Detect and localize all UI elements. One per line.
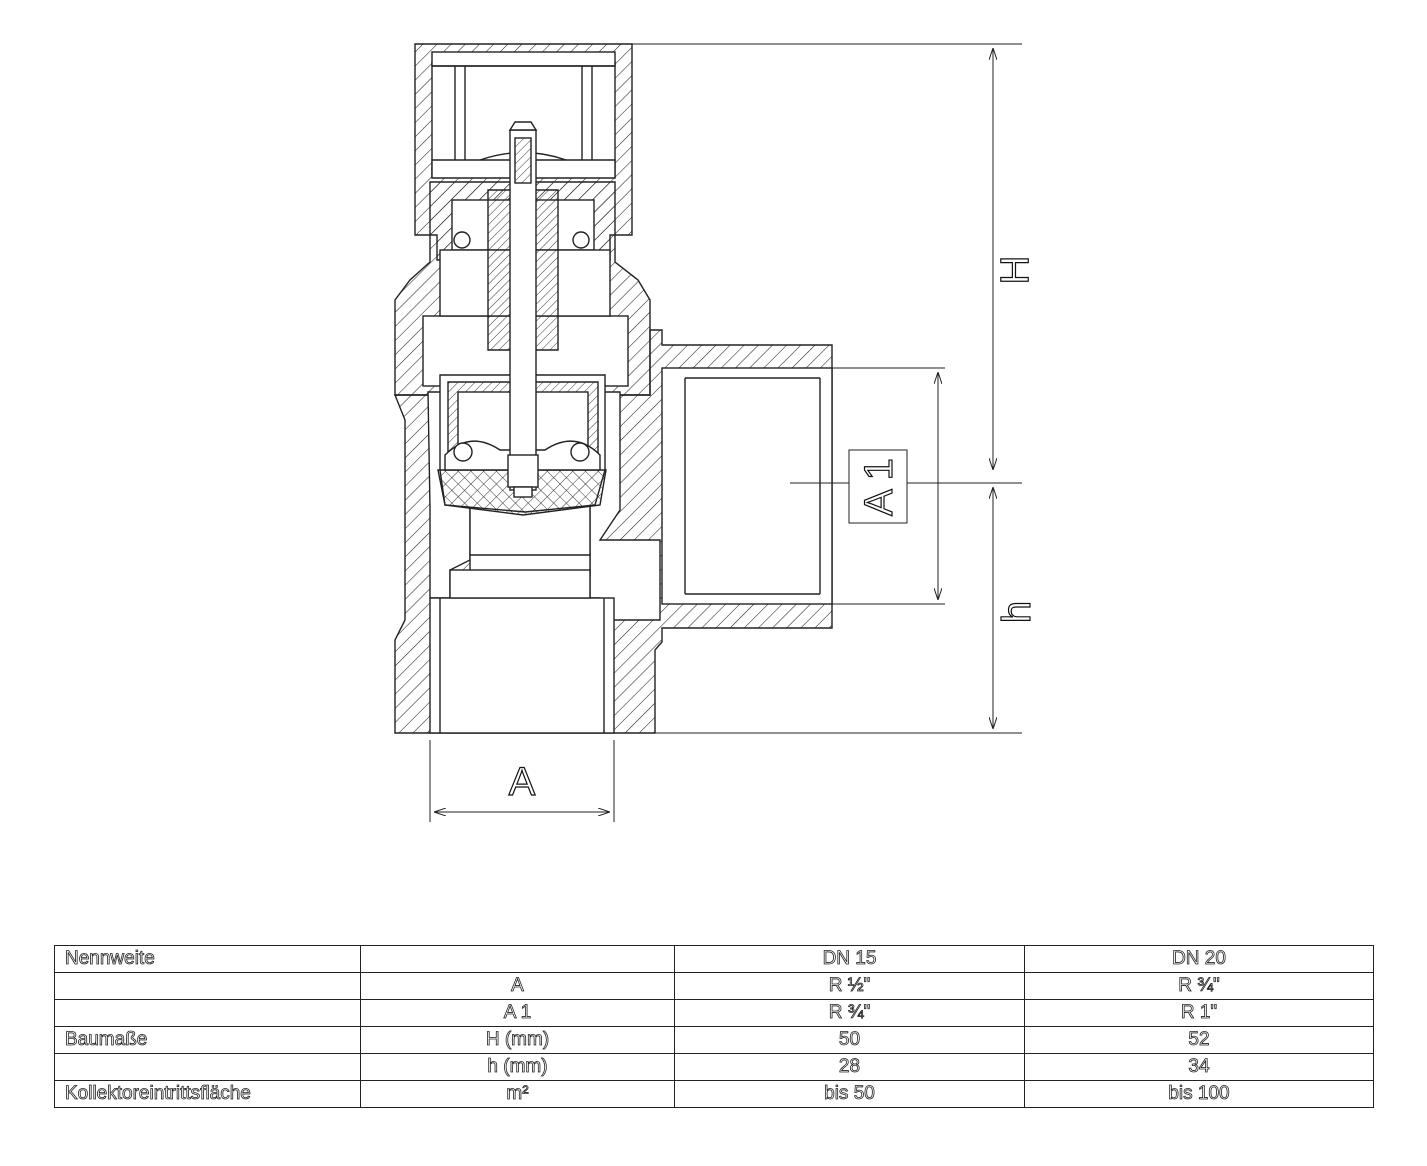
specification-table: Nennweite DN 15 DN 20 A R ½" R ¾" A 1 R … bbox=[54, 945, 1374, 1108]
table-row: Baumaße H (mm) 50 52 bbox=[54, 1026, 1374, 1054]
dim-label-A1: A 1 bbox=[857, 458, 901, 516]
table-cell: R ¾" bbox=[1024, 972, 1374, 1000]
table-cell: Baumaße bbox=[54, 1026, 361, 1054]
dim-A1-box bbox=[848, 449, 908, 524]
table-row: Kollektoreintrittsfläche m² bis 50 bis 1… bbox=[54, 1080, 1374, 1108]
o-ring-right bbox=[572, 231, 590, 249]
dim-label-h: h bbox=[995, 601, 1039, 623]
table-cell: 52 bbox=[1024, 1026, 1374, 1054]
table-cell: m² bbox=[360, 1080, 675, 1108]
table-cell: 28 bbox=[674, 1053, 1025, 1081]
table-cell: H (mm) bbox=[360, 1026, 675, 1054]
side-port bbox=[661, 367, 833, 605]
table-cell: h (mm) bbox=[360, 1053, 675, 1081]
valve-body bbox=[393, 43, 833, 734]
table-cell: DN 15 bbox=[674, 945, 1025, 973]
bottom-port bbox=[429, 597, 615, 734]
table-cell: DN 20 bbox=[1024, 945, 1374, 973]
table-row: A 1 R ¾" R 1" bbox=[54, 999, 1374, 1027]
spindle bbox=[509, 129, 537, 491]
table-cell: A 1 bbox=[360, 999, 675, 1027]
dimension-lines bbox=[429, 43, 1022, 822]
o-ring-left bbox=[453, 231, 471, 249]
table-row: Nennweite DN 15 DN 20 bbox=[54, 945, 1374, 973]
table-cell: 34 bbox=[1024, 1053, 1374, 1081]
table-row: h (mm) 28 34 bbox=[54, 1053, 1374, 1081]
table-cell bbox=[54, 1053, 361, 1081]
valve-section-drawing: H h A 1 A bbox=[393, 43, 1040, 822]
table-cell: bis 100 bbox=[1024, 1080, 1374, 1108]
table-cell bbox=[54, 999, 361, 1027]
table-cell bbox=[54, 972, 361, 1000]
table-cell bbox=[360, 945, 675, 973]
table-cell: Nennweite bbox=[54, 945, 361, 973]
table-cell: R ¾" bbox=[674, 999, 1025, 1027]
table-cell: R 1" bbox=[1024, 999, 1374, 1027]
table-cell: Kollektoreintrittsfläche bbox=[54, 1080, 361, 1108]
table-row: A R ½" R ¾" bbox=[54, 972, 1374, 1000]
table-cell: bis 50 bbox=[674, 1080, 1025, 1108]
dim-label-A: A bbox=[509, 760, 536, 804]
table-cell: A bbox=[360, 972, 675, 1000]
dim-label-H: H bbox=[993, 256, 1037, 285]
table-cell: R ½" bbox=[674, 972, 1025, 1000]
table-cell: 50 bbox=[674, 1026, 1025, 1054]
